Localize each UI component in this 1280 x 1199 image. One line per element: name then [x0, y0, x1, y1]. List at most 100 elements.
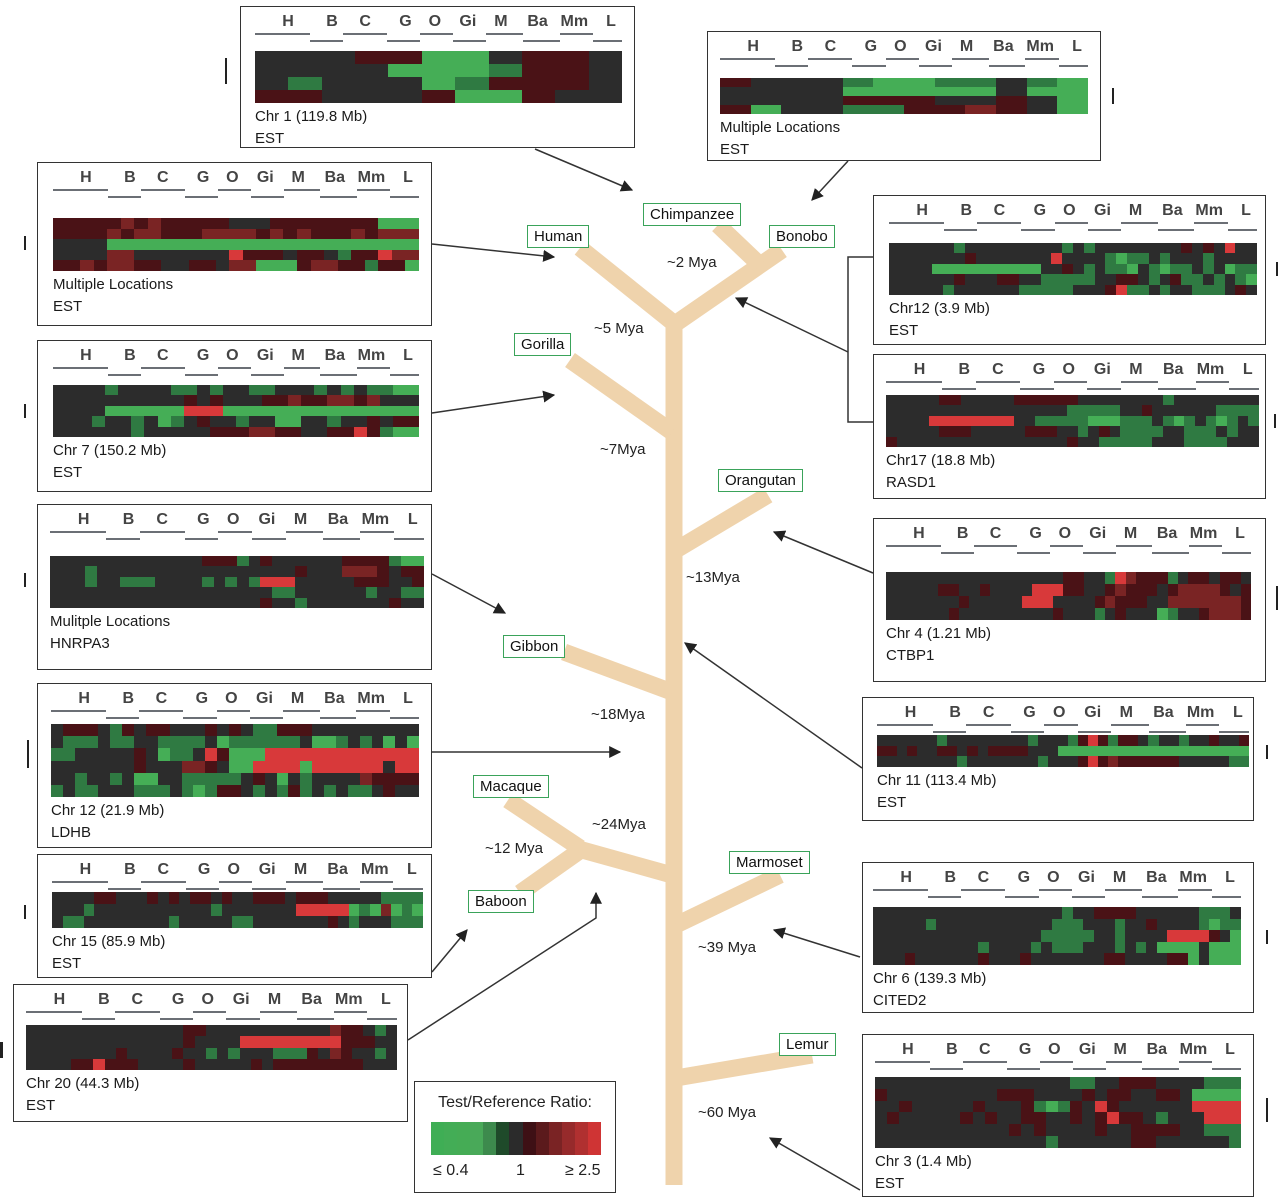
heatmap-cell: [62, 892, 74, 904]
heatmap-cell: [232, 892, 243, 904]
heatmap-cell: [1072, 953, 1084, 965]
heatmap-cell: [915, 953, 926, 965]
heatmap-cell: [1013, 415, 1025, 427]
heatmap-cell: [988, 907, 1000, 919]
column-underline: [217, 367, 251, 369]
column-underline: [1219, 731, 1249, 733]
heatmap-cell: [1020, 918, 1031, 931]
column-label-mm: Mm: [357, 347, 386, 364]
heatmap-cell: [1062, 274, 1073, 285]
heatmap-cell: [1228, 1136, 1241, 1148]
heatmap-cell: [1237, 415, 1249, 427]
heatmap-cell: [1188, 745, 1199, 757]
heatmap-cell: [300, 760, 313, 773]
heatmap-cell: [228, 1025, 240, 1037]
heatmap-cell: [1109, 436, 1121, 447]
column-label-m: M: [1112, 869, 1127, 886]
heatmap-cell: [53, 239, 67, 250]
heatmap-cell: [1009, 941, 1021, 954]
age-orangutan: ~13Mya: [686, 569, 740, 586]
heatmap-cell: [455, 51, 489, 64]
heatmap-cell: [107, 228, 121, 240]
heatmap-cell: [288, 736, 301, 749]
heatmap-cell: [1108, 745, 1119, 757]
heatmap-cell: [120, 260, 135, 271]
heatmap-cell: [889, 284, 900, 295]
heatmap-cell: [1094, 274, 1106, 285]
heatmap-cell: [896, 584, 907, 596]
heatmap-cell: [242, 904, 254, 916]
heatmap-cell: [990, 584, 1001, 596]
heatmap-cell: [1104, 907, 1115, 919]
heatmap-cell: [1078, 756, 1089, 767]
heatmap-cell: [166, 597, 179, 608]
heatmap-cell: [1035, 405, 1046, 416]
heatmap-cell: [96, 587, 109, 598]
heatmap-cell: [80, 249, 94, 261]
heatmap-cell: [1045, 1112, 1058, 1125]
heatmap-cell: [363, 1025, 375, 1037]
heatmap-cell: [324, 249, 338, 261]
heatmap-cell: [283, 597, 296, 608]
heatmap-cell: [887, 745, 898, 757]
heatmap-cell: [161, 218, 175, 229]
heatmap-cell: [1007, 745, 1018, 757]
heatmap-cell: [1083, 253, 1095, 264]
side-tick: [1274, 414, 1276, 428]
heatmap-cell: [1238, 735, 1249, 746]
heatmap-cell: [979, 596, 991, 608]
heatmap-cell: [275, 385, 289, 396]
heatmap-cell: [380, 916, 392, 928]
heatmap-cell: [355, 64, 389, 77]
heatmap-cell: [999, 941, 1010, 954]
heatmap-cell: [997, 745, 1008, 757]
heatmap-cell: [285, 916, 296, 928]
column-underline: [333, 1011, 368, 1013]
heatmap-cell: [134, 218, 148, 229]
heatmap-cell: [1114, 907, 1126, 919]
heatmap-cell: [205, 724, 218, 737]
heatmap-cell: [52, 904, 63, 916]
heatmap-cell: [170, 426, 184, 437]
heatmap-cell: [1137, 253, 1149, 264]
legend-swatch: [522, 1122, 536, 1155]
heatmap-cell: [883, 918, 895, 931]
heatmap-cell: [1219, 596, 1231, 608]
column-label-c: C: [824, 38, 837, 55]
heatmap-cell: [405, 385, 419, 396]
heatmap-cell: [488, 64, 522, 77]
heatmap-cell: [988, 918, 1000, 931]
heatmap-cell: [877, 735, 888, 746]
column-underline: [50, 531, 107, 533]
column-underline: [1157, 229, 1195, 231]
heatmap-cell: [1204, 1088, 1217, 1101]
column-underline: [1141, 896, 1179, 898]
side-tick: [24, 236, 26, 250]
heatmap-cell: [1094, 1077, 1107, 1089]
heatmap-cell: [256, 218, 270, 229]
branch-marmoset: [672, 867, 784, 933]
heatmap-cell: [1204, 1100, 1217, 1113]
column-underline: [141, 881, 186, 883]
heatmap-cell: [1062, 953, 1073, 965]
heatmap-cell: [1192, 1112, 1205, 1125]
column-underline: [106, 717, 140, 719]
heatmap-cell: [110, 760, 123, 773]
column-label-ba: Ba: [527, 13, 548, 30]
column-underline: [1158, 388, 1196, 390]
heatmap-cell: [1067, 395, 1078, 406]
heatmap-cell: [986, 253, 998, 264]
heatmap-cell: [235, 426, 250, 437]
heatmap-cell: [1146, 572, 1158, 584]
heatmap-cell: [1230, 930, 1241, 942]
heatmap-cell: [1056, 436, 1068, 447]
heatmap-cell: [1157, 584, 1168, 596]
heatmap-cell: [166, 576, 179, 588]
heatmap-cell: [145, 760, 158, 773]
heatmap-cell: [932, 284, 944, 295]
column-label-mm: Mm: [360, 861, 389, 878]
heatmap-cell: [1141, 436, 1153, 447]
heatmap-cell: [1088, 415, 1100, 427]
heatmap-cell: [262, 1025, 274, 1037]
heatmap-cell: [995, 78, 1027, 87]
